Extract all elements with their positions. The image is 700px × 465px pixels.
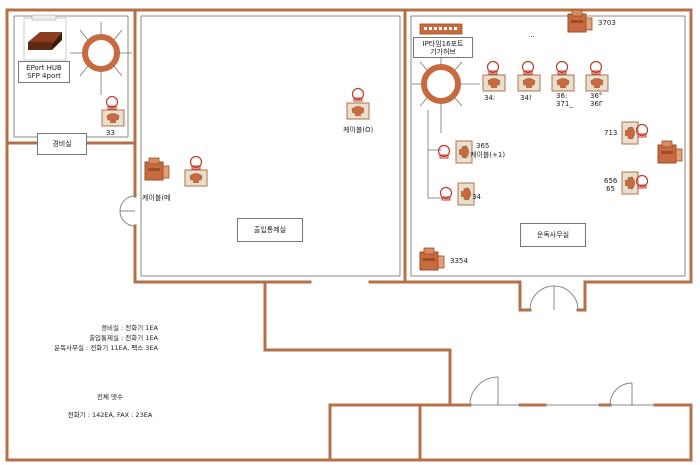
legend-line: 출입통제실 : 전화기 1EA [89,334,158,342]
legend-line: 경비실 : 전화기 1EA [101,324,158,332]
phone-number: 36Γ [590,100,603,108]
phone-number: 656 [604,177,618,185]
phone-number: 36° [590,92,603,100]
phone-number: 33 [106,129,115,137]
room-label-operations: 운독사무실 [520,223,586,247]
phone-number: 34: [484,94,496,102]
phone-number: 65 [606,185,615,193]
ip-hub-label: IP타임16포트 기가허브 [413,37,473,58]
legend-line: 운독사무실 : 전화기 11EA, 팩스 3EA [54,344,158,352]
legend: 경비실 : 전화기 1EA 출입통제실 : 전화기 1EA 운독사무실 : 전화… [40,323,158,353]
router-icon [23,14,67,61]
phone-number: 34! [520,94,532,102]
walls [5,8,693,462]
phone-number: 371_ [556,100,573,108]
phone-number: 3703 [598,19,616,27]
doors [119,195,633,406]
ip-hub-ring [412,56,480,199]
summary: 전체 댓수 전화기 : 142EA, FAX : 23EA [48,392,172,420]
phone-number: 3354 [450,257,468,265]
cable-label-control: 케이블(메 [142,194,171,202]
eport-hub-label: EPort HUB SFP 4port [18,61,70,83]
room-label-guard: 경비실 [37,133,87,155]
thin-walls [13,15,686,406]
phone-number: 34 [472,193,481,201]
cable-label-office: 케이블(+1) [470,151,506,159]
phone-number: ... [528,31,535,39]
phone-number: 365 [476,142,490,150]
cable-label-guard: 케이블(O) [343,126,374,134]
phone-number: 36: [556,92,568,100]
summary-title: 전체 댓수 [97,393,123,401]
eport-hub-ring [70,22,132,95]
summary-totals: 전화기 : 142EA, FAX : 23EA [67,411,153,419]
room-label-control: 출입통제실 [237,218,303,242]
switch-icon [419,23,463,35]
phone-number: 713 [604,129,618,137]
